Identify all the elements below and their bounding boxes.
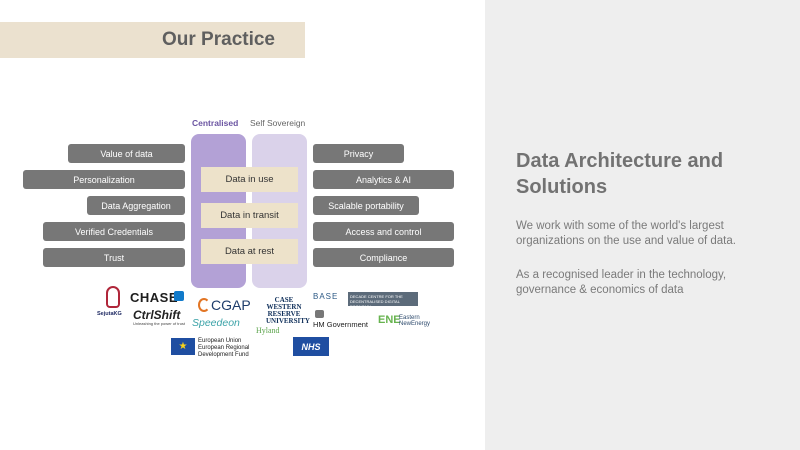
decade-logo: DECADE CENTRE FOR THE DECENTRALISED DIGI… xyxy=(348,292,418,309)
left-pill-value-of-data: Value of data xyxy=(68,144,185,163)
ene-logo-mark: ENE xyxy=(378,314,401,326)
sejuta-logo: SejutaKG xyxy=(97,311,122,317)
chase-octagon-icon xyxy=(174,291,184,301)
right-pill-scalable-portability: Scalable portability xyxy=(313,196,419,215)
layer-data-in-transit: Data in transit xyxy=(201,203,298,228)
nhs-logo: NHS xyxy=(293,337,329,356)
left-pill-personalization: Personalization xyxy=(23,170,185,189)
cwru-logo: CASE WESTERN RESERVE UNIVERSITY xyxy=(266,296,310,325)
ctrlshift-tagline: Unleashing the power of trust xyxy=(133,321,186,326)
crest-icon xyxy=(315,310,324,318)
right-pill-access-control: Access and control xyxy=(313,222,454,241)
right-panel xyxy=(485,0,800,450)
eu-fund-logo: European Union European Regional Develop… xyxy=(198,338,250,358)
right-paragraph-1: We work with some of the world's largest… xyxy=(516,220,736,247)
base-logo: BASE xyxy=(313,292,339,301)
centralised-header: Centralised xyxy=(192,118,239,128)
right-heading: Data Architecture and Solutions xyxy=(516,150,724,198)
layer-data-in-use: Data in use xyxy=(201,167,298,192)
eu-flag-icon: ★ xyxy=(171,338,195,355)
ctrlshift-logo: CtrlShift xyxy=(133,308,181,322)
self-sovereign-header: Self Sovereign xyxy=(250,118,306,128)
layer-data-at-rest: Data at rest xyxy=(201,239,298,264)
left-pill-verified-credentials: Verified Credentials xyxy=(43,222,185,241)
right-paragraph-2: As a recognised leader in the technology… xyxy=(516,269,727,296)
speedeon-logo: Speedeon xyxy=(192,317,240,329)
chase-logo: CHASE xyxy=(130,290,179,305)
left-pill-data-aggregation: Data Aggregation xyxy=(87,196,185,215)
hm-government-logo: HM Government xyxy=(313,320,369,329)
right-pill-analytics-ai: Analytics & AI xyxy=(313,170,454,189)
hyland-logo: Hyland xyxy=(256,326,280,335)
left-pill-trust: Trust xyxy=(43,248,185,267)
right-pill-compliance: Compliance xyxy=(313,248,454,267)
right-pill-privacy: Privacy xyxy=(313,144,404,163)
eastern-newenergy-logo: Eastern NewEnergy xyxy=(399,315,431,327)
cgap-logo: CGAP xyxy=(211,297,251,313)
title-band: Our Practice xyxy=(0,22,305,58)
cgap-swirl-icon xyxy=(198,298,210,312)
slide-title: Our Practice xyxy=(162,29,275,50)
sejuta-logo-icon xyxy=(106,286,120,308)
left-panel: Our Practice Centralised Self Sovereign … xyxy=(0,22,454,358)
